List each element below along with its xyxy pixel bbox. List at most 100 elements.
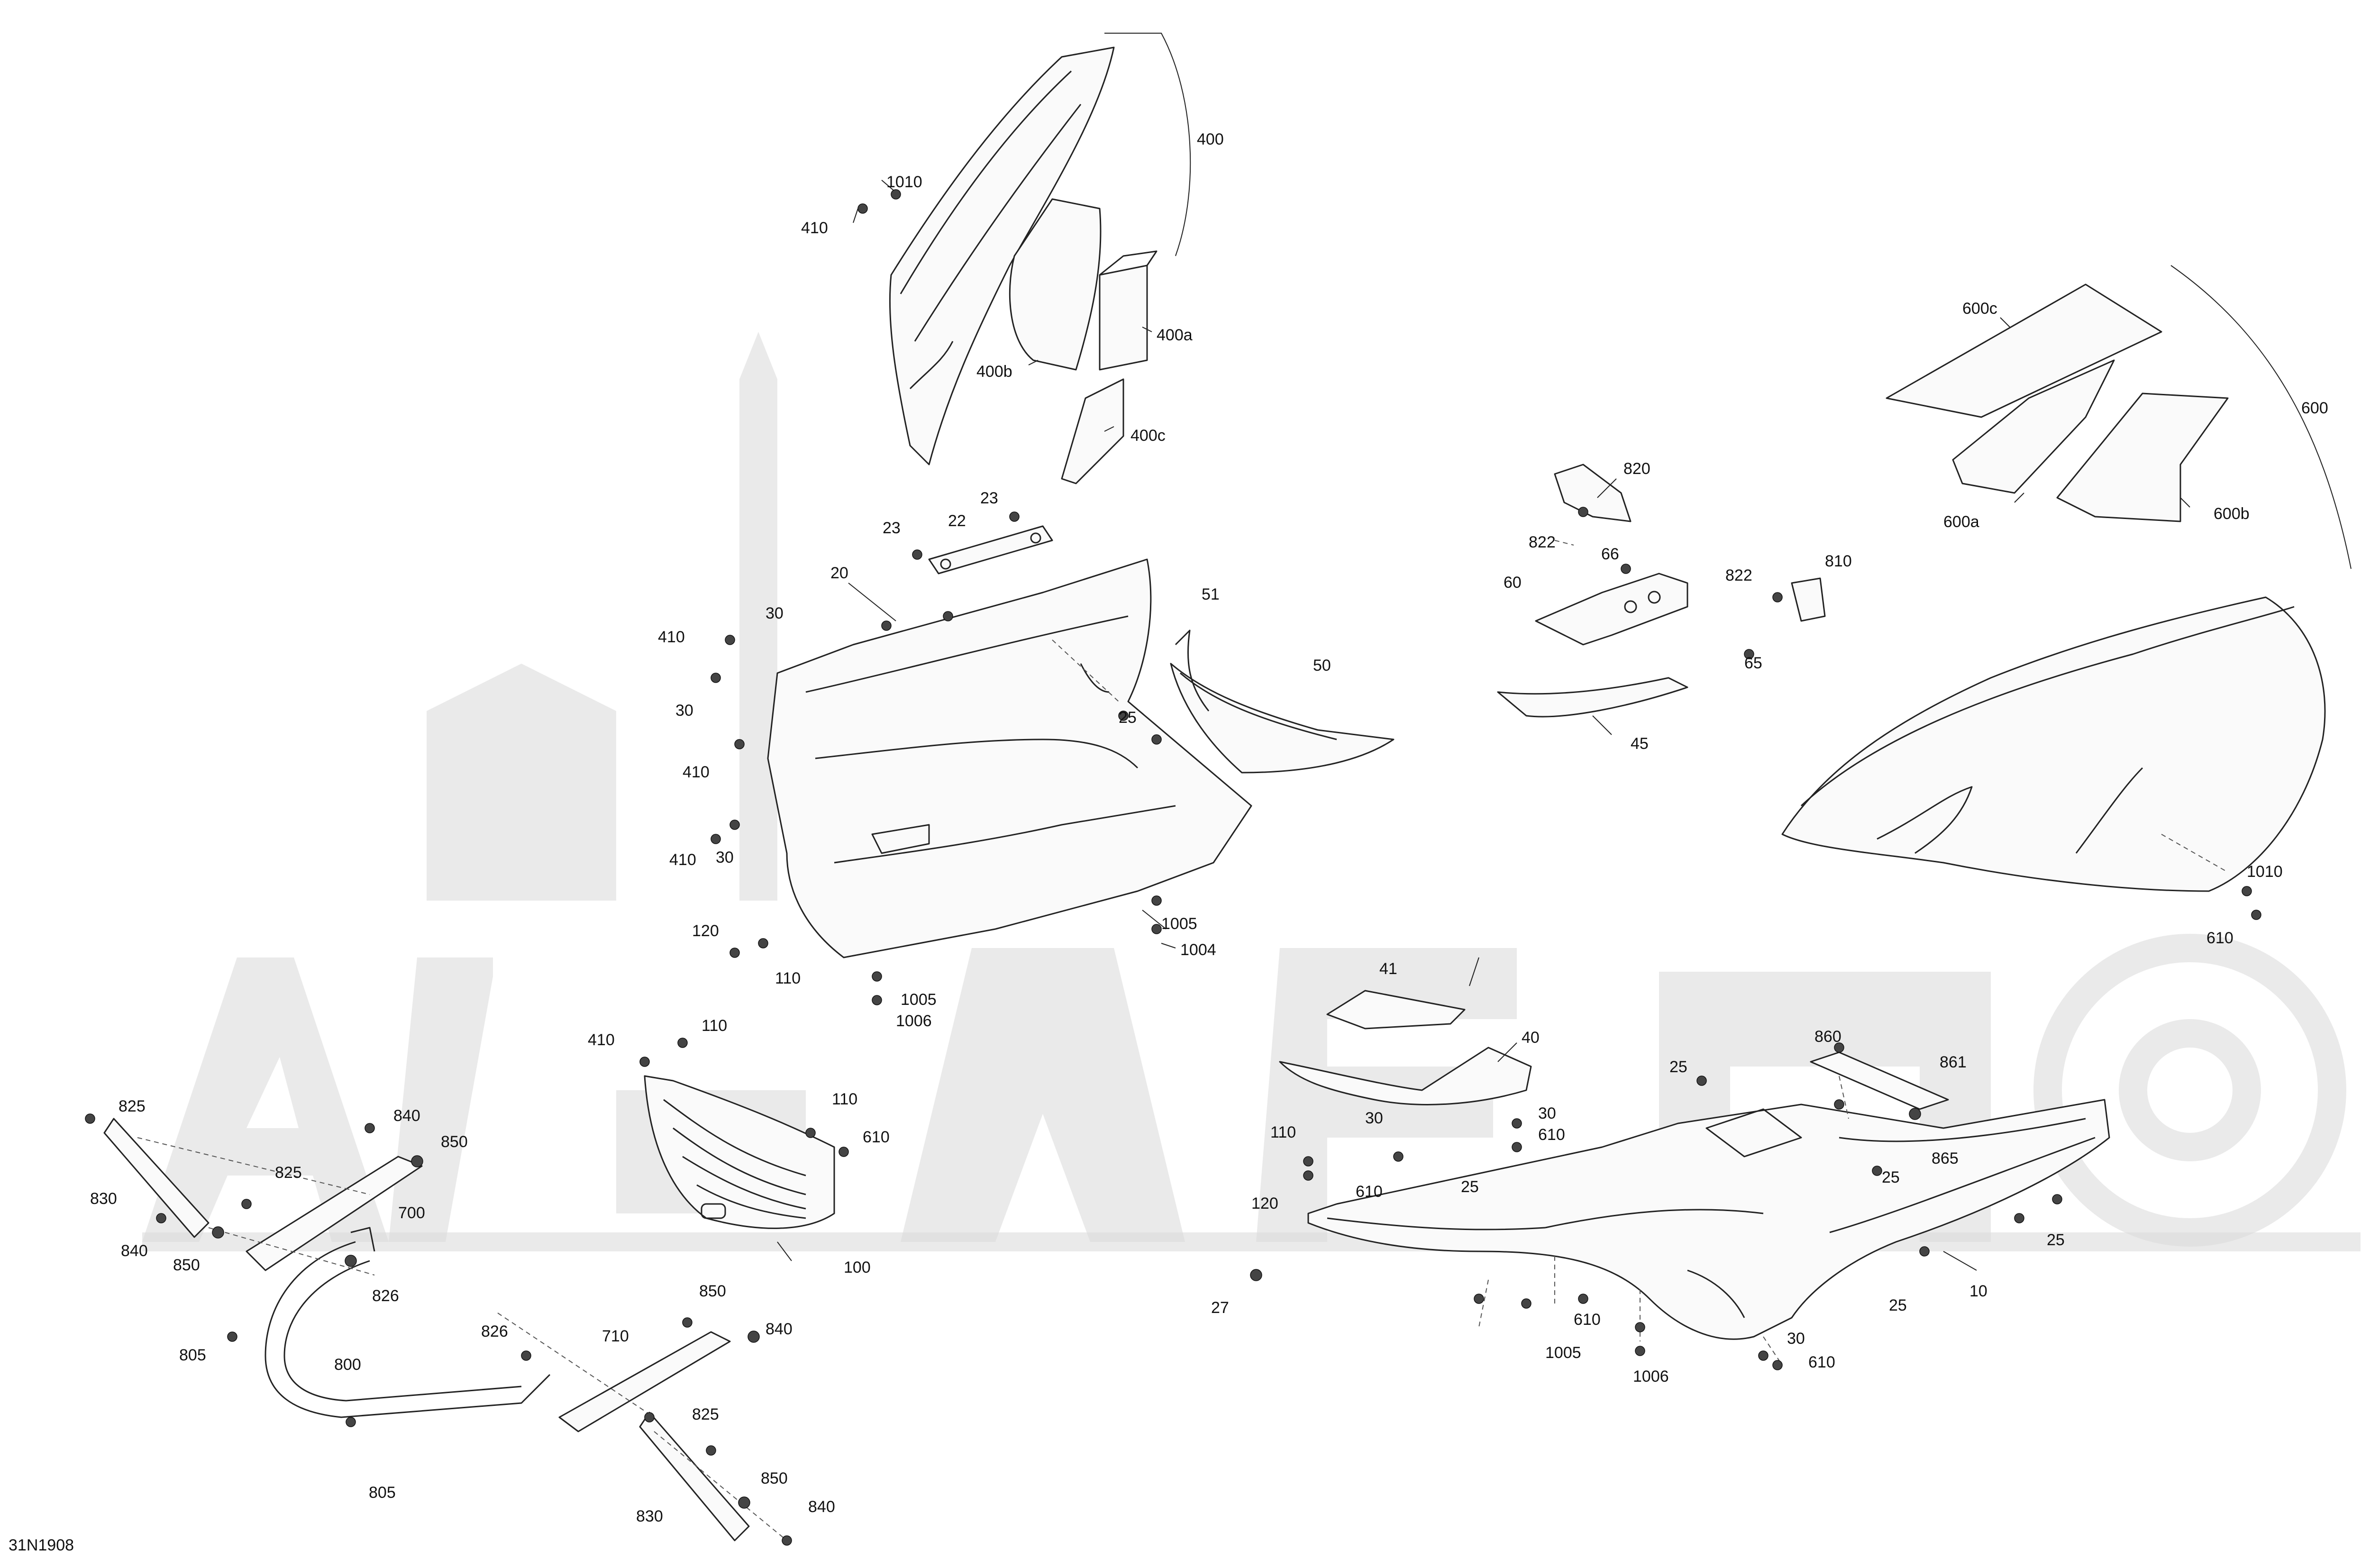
callout-label: 410 (588, 1031, 615, 1049)
callout-label: 710 (602, 1327, 629, 1345)
callout-label: 22 (948, 512, 966, 530)
callout-label: 110 (1270, 1123, 1296, 1141)
callout-label: 860 (1814, 1028, 1841, 1046)
callout-label: 600b (2214, 505, 2250, 523)
callout-label: 600a (1943, 513, 1979, 531)
callout-label: 25 (2047, 1231, 2065, 1249)
part-400c-pad (1061, 378, 1124, 484)
part-860-plate (1810, 1051, 1949, 1110)
callout-label: 610 (863, 1128, 890, 1146)
part-800-bumper (264, 1227, 551, 1418)
callout-label: 25 (1882, 1168, 1900, 1186)
part-40-panel (1279, 1047, 1532, 1105)
part-41-bracket (1326, 990, 1466, 1030)
part-20-front-fairing (767, 558, 1252, 958)
part-600a-panel (1952, 359, 2115, 494)
callout-label: 850 (699, 1282, 726, 1300)
callout-label: 1006 (1633, 1367, 1669, 1386)
callout-label: 30 (766, 604, 784, 622)
part-810-clip (1791, 577, 1826, 622)
callout-label: 825 (118, 1097, 146, 1115)
callout-label: 826 (372, 1287, 399, 1305)
callout-label: 41 (1379, 960, 1397, 978)
callout-labels: 400 1010 410 400a 400b 400c 600c 600 600… (90, 130, 2328, 1525)
callout-label: 410 (669, 851, 696, 869)
callout-label: 23 (980, 489, 998, 507)
callout-label: 120 (692, 922, 719, 940)
callout-label: 840 (808, 1498, 835, 1516)
callout-label: 840 (766, 1320, 793, 1338)
callout-label: 610 (1356, 1183, 1383, 1201)
callout-label: 45 (1631, 735, 1649, 753)
callout-label: 100 (844, 1258, 871, 1276)
callout-label: 30 (1538, 1104, 1556, 1122)
part-22-plate (928, 525, 1053, 574)
callout-label: 610 (1574, 1311, 1601, 1329)
callout-label: 65 (1744, 654, 1762, 672)
callout-label: 1004 (1180, 941, 1216, 959)
part-50-lower-panel (1170, 663, 1395, 774)
callout-label: 30 (675, 702, 693, 720)
callout-label: 30 (1365, 1109, 1383, 1127)
part-830-plate-b (639, 1412, 750, 1541)
callout-label: 1005 (901, 991, 937, 1009)
callout-label: 820 (1623, 460, 1650, 478)
callout-label: 40 (1522, 1029, 1540, 1047)
callout-label: 1005 (1161, 915, 1197, 933)
callout-label: 850 (173, 1256, 200, 1274)
callout-label: 25 (1119, 709, 1137, 727)
callout-label: 20 (830, 564, 848, 582)
part-820-bracket (1554, 464, 1632, 522)
callout-label: 810 (1825, 552, 1852, 570)
callout-label: 825 (692, 1405, 719, 1423)
callout-label: 120 (1251, 1194, 1278, 1212)
callout-label: 50 (1313, 656, 1331, 675)
callout-label: 850 (761, 1469, 788, 1487)
callout-label: 400a (1157, 326, 1193, 344)
leader-400 (1104, 33, 1191, 256)
part-400a-pad (1099, 250, 1158, 371)
part-45-strip (1497, 677, 1688, 718)
callout-label: 25 (1461, 1178, 1479, 1196)
part-51-strip (1175, 629, 1210, 711)
callout-label: 600c (1962, 300, 1997, 318)
callout-label: 30 (716, 848, 734, 866)
callout-label: 600 (2301, 399, 2328, 417)
callout-label: 400c (1130, 427, 1166, 445)
callout-label: 1005 (1545, 1344, 1581, 1362)
part-60-bracket (1535, 573, 1688, 646)
leader-lines (777, 180, 2190, 1271)
callout-label: 805 (369, 1484, 396, 1502)
diagram-code-label: 31N1908 (9, 1536, 74, 1554)
part-side-panel (1781, 596, 2326, 892)
leader-600 (2170, 265, 2352, 569)
callout-label: 410 (658, 628, 685, 646)
part-100-grille (644, 1075, 835, 1229)
callout-label: 110 (702, 1017, 727, 1035)
callout-label: 822 (1725, 566, 1752, 584)
callout-label: 1010 (2247, 863, 2283, 881)
callout-label: 27 (1211, 1299, 1229, 1317)
callout-label: 865 (1932, 1149, 1959, 1167)
part-710-bracket (558, 1331, 731, 1432)
part-400b-pad (1009, 198, 1102, 371)
callout-label: 800 (334, 1356, 361, 1374)
callout-label: 25 (1889, 1296, 1907, 1314)
callout-label: 60 (1504, 574, 1522, 592)
callout-label: 66 (1601, 545, 1619, 563)
callout-label: 830 (636, 1507, 663, 1525)
callout-label: 825 (275, 1164, 302, 1182)
part-600b-panel (2056, 392, 2229, 522)
callout-label: 110 (832, 1090, 857, 1108)
callout-label: 610 (1538, 1126, 1565, 1144)
part-10-floor-panel (1307, 1099, 2110, 1340)
callout-label: 51 (1202, 585, 1220, 603)
callout-label: 23 (883, 519, 901, 537)
callout-label: 822 (1529, 533, 1556, 551)
callout-label: 805 (179, 1346, 206, 1364)
callout-label: 410 (683, 763, 710, 781)
callout-label: 840 (121, 1242, 148, 1260)
callout-label: 610 (2206, 929, 2233, 947)
callout-label: 610 (1808, 1353, 1835, 1371)
callout-label: 410 (801, 219, 828, 237)
